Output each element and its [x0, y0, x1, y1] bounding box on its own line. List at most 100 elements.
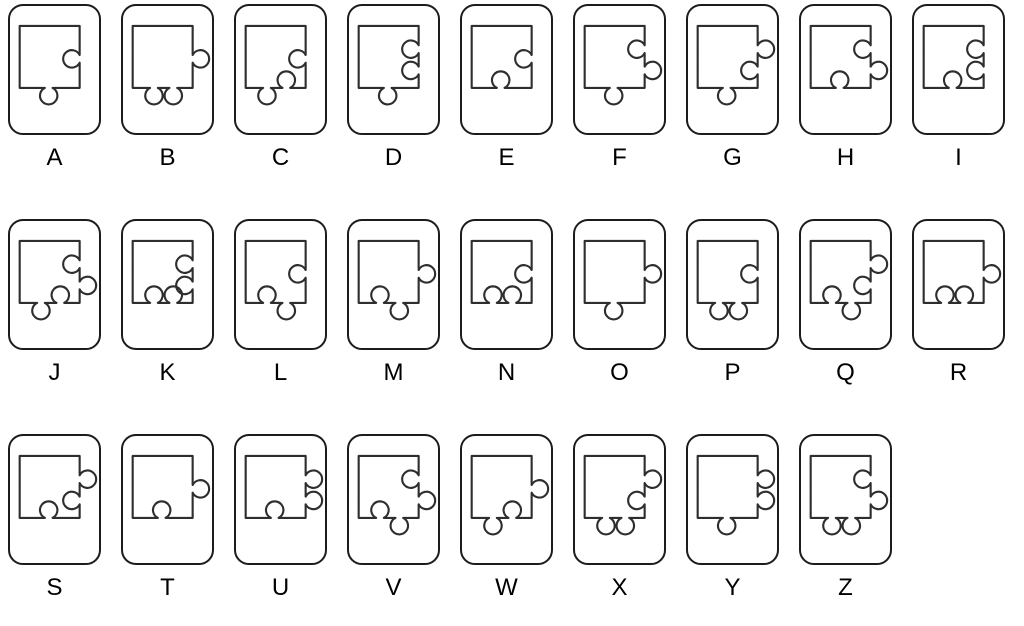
puzzle-piece-outline-D: [357, 24, 420, 106]
puzzle-card-S[interactable]: [8, 434, 101, 565]
puzzle-card-P[interactable]: [686, 219, 779, 350]
puzzle-piece-D: [357, 24, 420, 106]
puzzle-card-V[interactable]: [347, 434, 440, 565]
puzzle-piece-Q: [809, 239, 889, 321]
puzzle-piece-outline-J: [18, 239, 98, 321]
puzzle-card-L[interactable]: [234, 219, 327, 350]
option-I: I: [912, 4, 1005, 172]
puzzle-piece-outline-H: [809, 24, 889, 89]
puzzle-piece-C: [244, 24, 307, 106]
puzzle-card-J[interactable]: [8, 219, 101, 350]
puzzle-card-Q[interactable]: [799, 219, 892, 350]
puzzle-piece-R: [922, 239, 1002, 304]
puzzle-piece-O: [583, 239, 663, 321]
option-N: N: [460, 219, 553, 387]
puzzle-card-Z[interactable]: [799, 434, 892, 565]
puzzle-piece-outline-G: [696, 24, 776, 106]
option-E: E: [460, 4, 553, 172]
puzzle-piece-G: [696, 24, 776, 106]
puzzle-card-O[interactable]: [573, 219, 666, 350]
card-label-H: H: [836, 144, 855, 171]
option-B: B: [121, 4, 214, 172]
puzzle-piece-V: [357, 454, 437, 536]
card-label-A: A: [46, 144, 63, 171]
puzzle-card-C[interactable]: [234, 4, 327, 135]
option-R: R: [912, 219, 1005, 387]
puzzle-card-K[interactable]: [121, 219, 214, 350]
option-X: X: [573, 434, 666, 602]
puzzle-card-X[interactable]: [573, 434, 666, 565]
option-G: G: [686, 4, 779, 172]
puzzle-piece-F: [583, 24, 663, 106]
card-label-X: X: [611, 574, 628, 601]
puzzle-card-N[interactable]: [460, 219, 553, 350]
puzzle-piece-U: [244, 454, 324, 519]
card-label-F: F: [612, 144, 627, 171]
card-label-E: E: [498, 144, 515, 171]
puzzle-piece-outline-O: [583, 239, 663, 321]
card-label-W: W: [495, 574, 518, 601]
puzzle-piece-outline-T: [131, 454, 211, 519]
card-label-K: K: [159, 359, 176, 386]
option-O: O: [573, 219, 666, 387]
option-K: K: [121, 219, 214, 387]
puzzle-piece-outline-P: [696, 239, 759, 321]
puzzle-piece-T: [131, 454, 211, 519]
card-label-U: U: [271, 574, 290, 601]
puzzle-card-R[interactable]: [912, 219, 1005, 350]
puzzle-piece-outline-N: [470, 239, 533, 304]
puzzle-card-W[interactable]: [460, 434, 553, 565]
card-label-O: O: [610, 359, 629, 386]
puzzle-piece-H: [809, 24, 889, 89]
puzzle-piece-A: [18, 24, 81, 106]
puzzle-card-H[interactable]: [799, 4, 892, 135]
puzzle-card-D[interactable]: [347, 4, 440, 135]
puzzle-card-T[interactable]: [121, 434, 214, 565]
puzzle-piece-B: [131, 24, 211, 106]
option-C: C: [234, 4, 327, 172]
card-label-D: D: [384, 144, 403, 171]
puzzle-card-G[interactable]: [686, 4, 779, 135]
puzzle-piece-outline-S: [18, 454, 98, 519]
card-label-R: R: [949, 359, 968, 386]
puzzle-piece-E: [470, 24, 533, 89]
option-S: S: [8, 434, 101, 602]
puzzle-piece-N: [470, 239, 533, 304]
puzzle-piece-M: [357, 239, 437, 321]
puzzle-card-U[interactable]: [234, 434, 327, 565]
option-J: J: [8, 219, 101, 387]
option-A: A: [8, 4, 101, 172]
puzzle-card-E[interactable]: [460, 4, 553, 135]
card-label-Y: Y: [724, 574, 741, 601]
puzzle-piece-P: [696, 239, 759, 321]
puzzle-piece-outline-C: [244, 24, 307, 106]
puzzle-piece-outline-X: [583, 454, 663, 536]
puzzle-piece-I: [922, 24, 985, 89]
puzzle-card-B[interactable]: [121, 4, 214, 135]
card-label-Z: Z: [838, 574, 853, 601]
puzzle-piece-outline-Q: [809, 239, 889, 321]
puzzle-piece-L: [244, 239, 307, 321]
puzzle-piece-outline-K: [131, 239, 194, 304]
puzzle-card-I[interactable]: [912, 4, 1005, 135]
puzzle-piece-J: [18, 239, 98, 321]
card-label-S: S: [46, 574, 63, 601]
puzzle-card-F[interactable]: [573, 4, 666, 135]
puzzle-piece-outline-Z: [809, 454, 889, 536]
option-U: U: [234, 434, 327, 602]
puzzle-piece-outline-Y: [696, 454, 776, 536]
option-L: L: [234, 219, 327, 387]
puzzle-card-M[interactable]: [347, 219, 440, 350]
puzzle-card-Y[interactable]: [686, 434, 779, 565]
puzzle-piece-Z: [809, 454, 889, 536]
puzzle-piece-Y: [696, 454, 776, 536]
card-label-Q: Q: [836, 359, 855, 386]
option-H: H: [799, 4, 892, 172]
puzzle-card-A[interactable]: [8, 4, 101, 135]
puzzle-piece-K: [131, 239, 194, 304]
card-label-N: N: [497, 359, 516, 386]
option-V: V: [347, 434, 440, 602]
